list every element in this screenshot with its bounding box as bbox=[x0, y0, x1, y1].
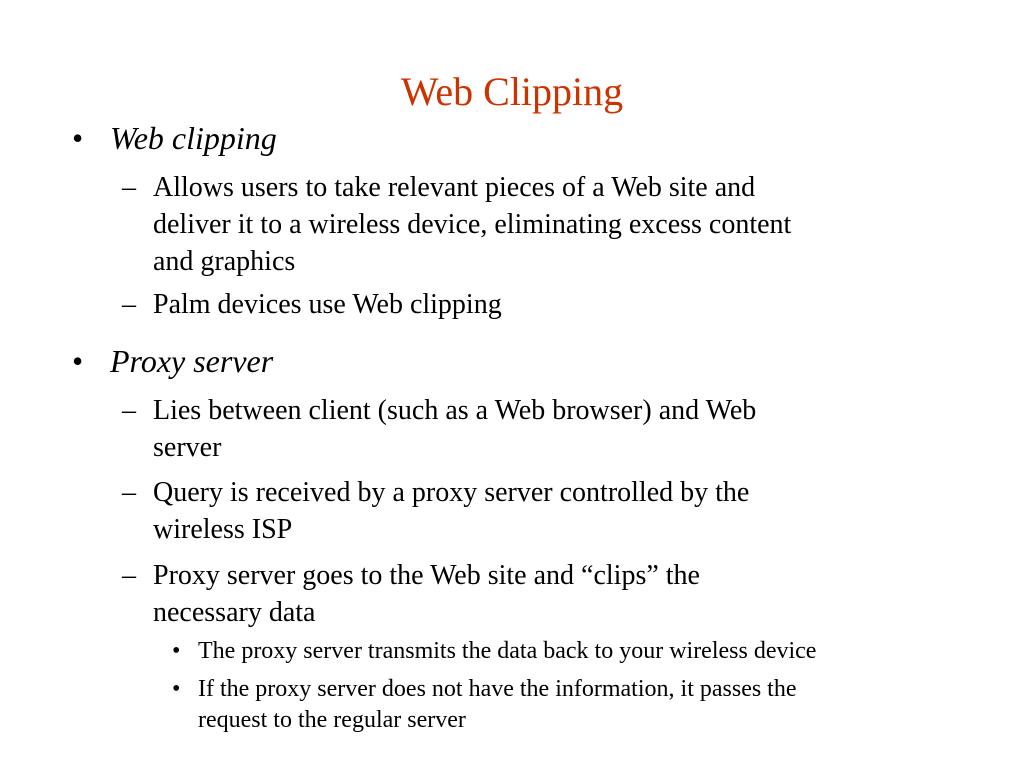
sub-bullet-text: Lies between client (such as a Web brows… bbox=[153, 395, 757, 463]
sub-bullet-text: Allows users to take relevant pieces of … bbox=[153, 172, 792, 277]
dash-icon: – bbox=[122, 172, 136, 203]
sub-bullet-text: Query is received by a proxy server cont… bbox=[153, 477, 750, 545]
sub-bullet-text: Proxy server goes to the Web site and “c… bbox=[153, 560, 700, 628]
bullet-icon: • bbox=[172, 676, 181, 702]
sub-sub-bullet-text: If the proxy server does not have the in… bbox=[198, 676, 797, 733]
bullet-icon: • bbox=[172, 638, 181, 664]
bullet-heading: Proxy server bbox=[110, 343, 274, 379]
dash-icon: – bbox=[122, 560, 136, 591]
dash-icon: – bbox=[122, 289, 136, 320]
slide-title: Web Clipping bbox=[400, 69, 624, 114]
sub-bullet-text: Palm devices use Web clipping bbox=[153, 289, 502, 320]
bullet-heading: Web clipping bbox=[110, 120, 277, 156]
dash-icon: – bbox=[122, 395, 136, 426]
dash-icon: – bbox=[122, 477, 136, 508]
bullet-icon: • bbox=[72, 343, 84, 379]
bullet-icon: • bbox=[72, 120, 84, 156]
sub-sub-bullet-text: The proxy server transmits the data back… bbox=[198, 638, 817, 664]
